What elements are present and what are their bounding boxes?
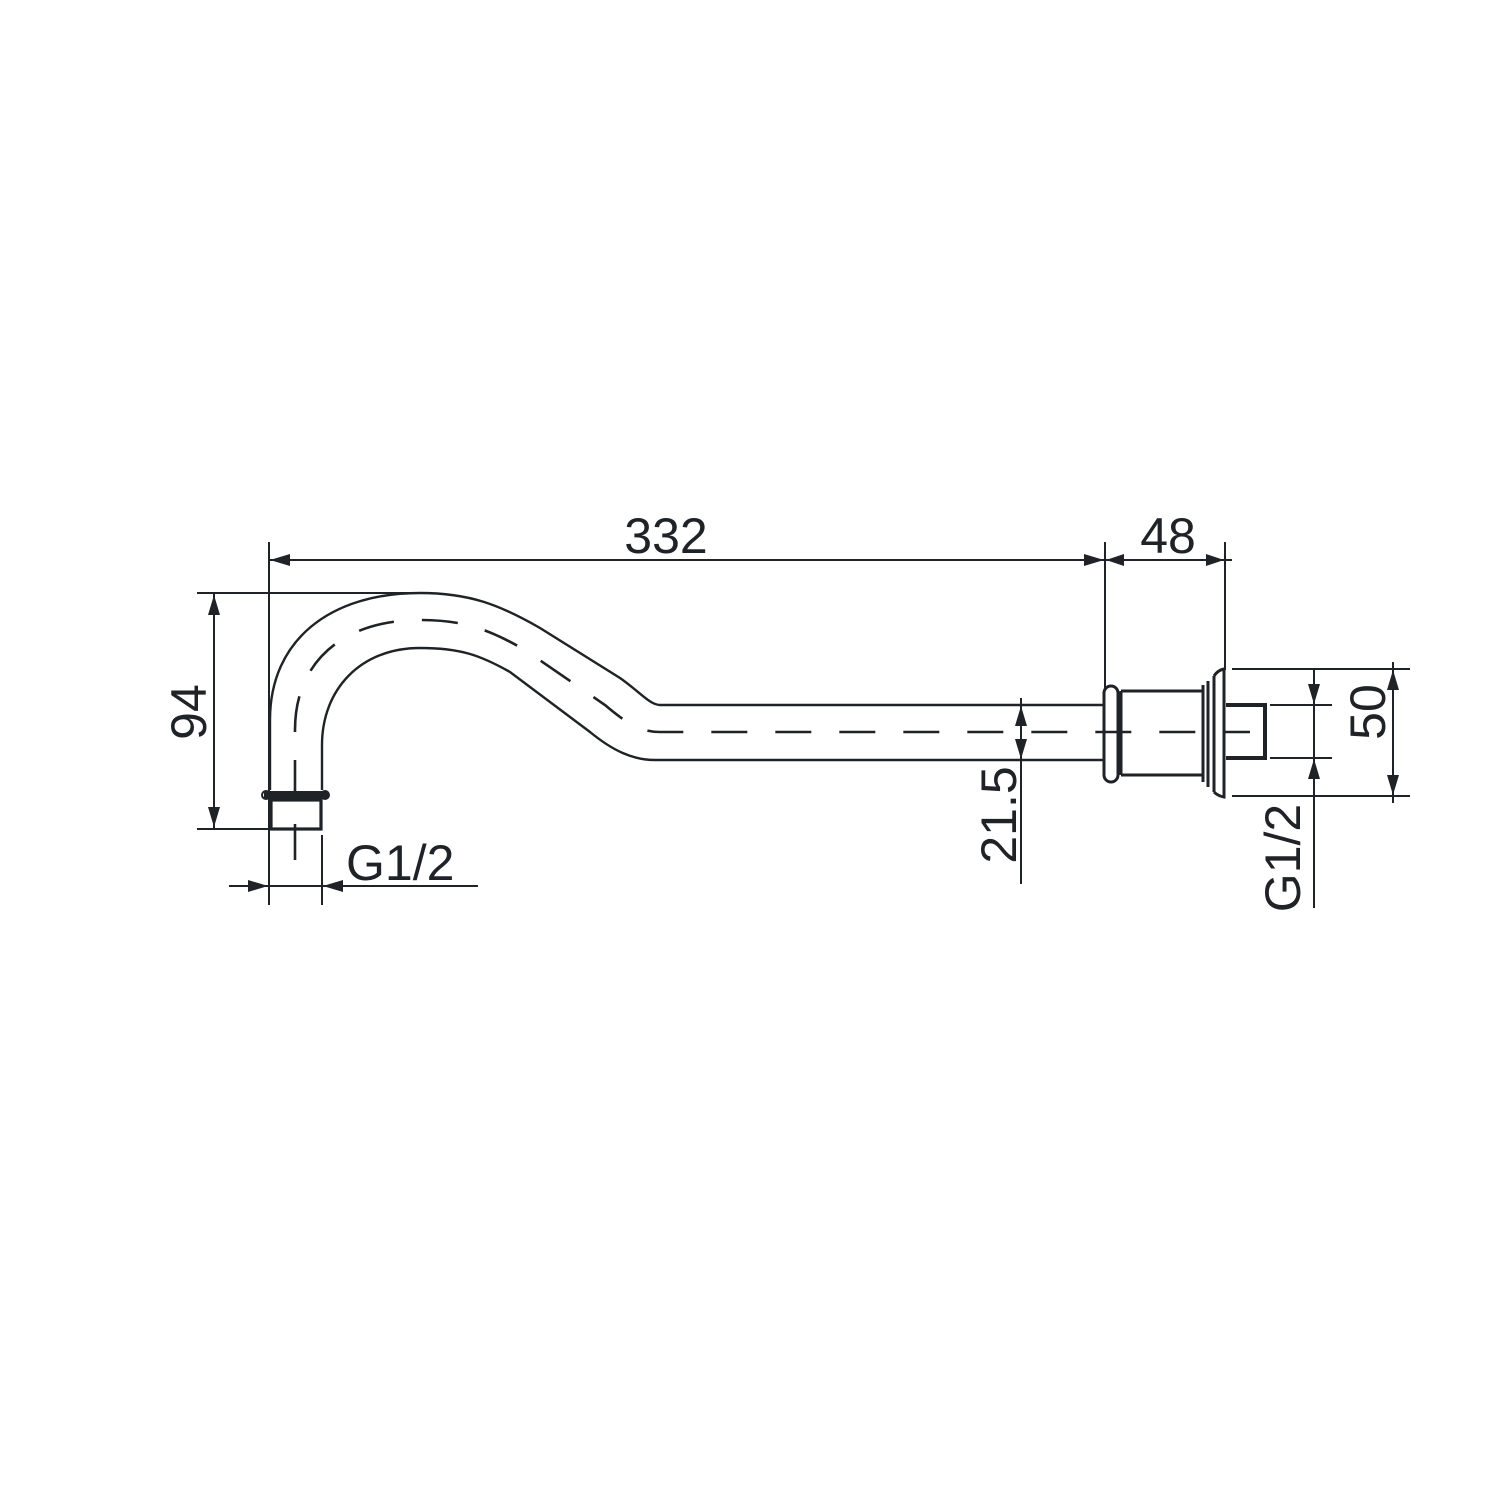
dimension-label-height: 94: [161, 684, 217, 740]
dimension-height: 94: [161, 592, 420, 830]
wall-flange: [1102, 667, 1267, 799]
dimension-label-overall-length: 332: [624, 508, 707, 564]
dimension-label-outlet-thread: G1/2: [346, 835, 454, 891]
dimension-tube-diameter: 21.5: [971, 698, 1027, 884]
spout-outer-contour: [268, 591, 1105, 790]
dimension-overall-length: 332: [268, 508, 1106, 905]
spout-centerline: [293, 618, 1250, 860]
dimension-inlet-thread: G1/2: [1255, 668, 1332, 912]
outlet-nut: [261, 790, 330, 831]
dimension-outlet-thread: G1/2: [229, 835, 478, 905]
dimension-label-tube-diameter: 21.5: [971, 766, 1027, 863]
dimension-label-inlet-thread: G1/2: [1255, 804, 1311, 912]
spout-inner-contour: [320, 646, 1105, 790]
dimension-flange-depth: 48: [1105, 508, 1232, 670]
dimension-label-flange-depth: 48: [1140, 508, 1196, 564]
dimension-flange-diameter: 50: [1232, 662, 1410, 803]
spout-arm: [261, 591, 1267, 860]
dimension-label-flange-diameter: 50: [1340, 684, 1396, 740]
